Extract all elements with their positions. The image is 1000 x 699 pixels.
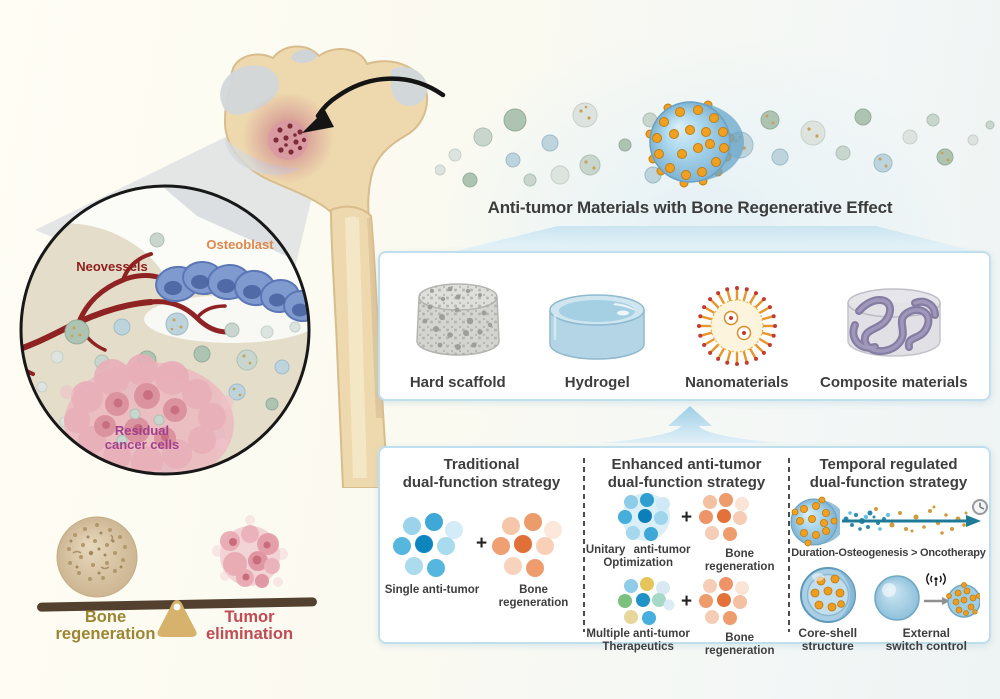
funnel-connector <box>452 226 978 252</box>
bone-matrix-circle <box>56 516 138 598</box>
unitary-anti-tumor-cluster <box>617 493 670 542</box>
duration-label: Duration-Osteogenesis > Oncotherapy <box>791 547 986 560</box>
bone-microenvironment-inset <box>19 184 311 476</box>
enhanced-strategy-column: Enhanced anti-tumor dual-function strate… <box>585 448 788 657</box>
wireless-signal-icon <box>926 572 947 586</box>
material-label: Hydrogel <box>564 374 630 391</box>
composite-materials-illustration <box>847 288 941 357</box>
tumor-lesion <box>242 92 334 184</box>
bone-regeneration-cluster <box>699 493 750 542</box>
multiple-anti-tumor-label: Multiple anti-tumor Therapeutics <box>586 628 690 653</box>
material-label: Nanomaterials <box>685 374 789 391</box>
main-title: Anti-tumor Materials with Bone Regenerat… <box>487 198 893 217</box>
external-switch-label: External switch control <box>885 625 967 654</box>
dashed-separator <box>788 458 790 632</box>
material-nanomaterials: Nanomaterials <box>667 281 807 391</box>
single-anti-tumor-cluster <box>392 513 463 578</box>
material-hydrogel: Hydrogel <box>528 287 668 391</box>
nanomaterials-liposome-illustration <box>696 286 777 366</box>
traditional-title: Traditional dual-function strategy <box>402 456 561 491</box>
material-hard-scaffold: Hard scaffold <box>388 277 528 391</box>
dashed-separator <box>583 458 585 632</box>
balance-fulcrum <box>157 600 197 637</box>
clock-icon <box>971 499 988 516</box>
hydrogel-illustration <box>549 294 646 360</box>
plus-sign: + <box>680 507 693 529</box>
enhanced-title: Enhanced anti-tumor dual-function strate… <box>607 456 766 491</box>
single-anti-tumor-label: Single anti-tumor <box>384 584 480 597</box>
nanoparticle-cloud <box>435 100 995 188</box>
bone-regeneration-label: Bone regeneration <box>704 632 775 657</box>
osteoblast-label: Osteoblast <box>206 237 274 252</box>
core-shell-illustration <box>799 566 856 623</box>
osteoblast-cells-illustration <box>155 260 309 323</box>
strategies-panel: Traditional dual-function strategy + <box>378 446 991 657</box>
material-label: Hard scaffold <box>409 374 506 391</box>
hard-scaffold-illustration <box>416 283 500 356</box>
multiple-anti-tumor-cluster <box>617 577 675 626</box>
tumor-elimination-label: Tumor elimination <box>205 608 294 644</box>
residual-cancer-cells-illustration <box>51 354 234 474</box>
external-switch-group: External switch control <box>872 565 981 654</box>
residual-cancer-cells-label: Residual cancer cells <box>104 423 180 453</box>
neovessels-label: Neovessels <box>76 259 148 274</box>
unitary-anti-tumor-label: Unitary anti-tumor Optimization <box>585 544 691 570</box>
eliminated-tumor-circle <box>212 515 288 588</box>
bone-regeneration-label: Bone regeneration <box>498 584 569 610</box>
timeline-arrow-icon <box>841 499 988 536</box>
bone-regeneration-label: Bone regeneration <box>55 608 156 644</box>
traditional-strategy-column: Traditional dual-function strategy + <box>380 448 583 642</box>
temporal-strategy-column: Temporal regulated dual-function strateg… <box>790 448 988 653</box>
core-shell-label: Core-shell structure <box>798 625 858 654</box>
bone-regeneration-label: Bone regeneration <box>704 548 775 574</box>
plus-sign: + <box>475 533 488 555</box>
bone-regeneration-cluster <box>492 513 563 578</box>
material-composite: Composite materials <box>807 281 981 391</box>
bone-illustration <box>220 45 428 488</box>
up-arrow-icon <box>598 406 782 443</box>
temporal-title: Temporal regulated dual-function strateg… <box>809 456 968 491</box>
bone-regeneration-cluster <box>699 577 750 626</box>
external-switch-illustration <box>874 572 981 621</box>
plus-sign: + <box>680 591 693 613</box>
nanoparticle-sphere-icon <box>790 496 840 547</box>
material-label: Composite materials <box>820 374 968 391</box>
core-shell-group: Core-shell structure <box>797 565 859 654</box>
large-nanoparticle-sphere <box>645 100 744 188</box>
materials-panel: Hard scaffold Hydrogel <box>378 251 991 401</box>
